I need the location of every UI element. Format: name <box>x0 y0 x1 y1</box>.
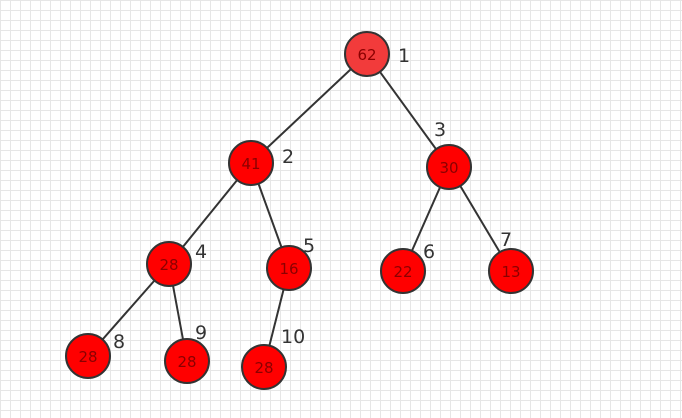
node-index-label: 1 <box>398 45 410 67</box>
node-circle <box>241 344 287 390</box>
edge-1-2 <box>250 53 368 164</box>
node-circle <box>228 140 274 186</box>
tree-node-5: 16 5 <box>266 235 315 291</box>
node-value: 13 <box>501 263 520 281</box>
tree-node-10: 28 10 <box>241 326 305 390</box>
tree-node-2: 41 2 <box>228 140 294 186</box>
node-value: 28 <box>177 353 196 371</box>
node-index-label: 3 <box>434 119 446 141</box>
node-index-label: 4 <box>195 241 207 263</box>
tree-node-3: 30 3 <box>426 119 472 190</box>
tree-node-1: 62 1 <box>344 31 410 77</box>
node-circle <box>266 245 312 291</box>
node-index-label: 8 <box>113 331 125 353</box>
node-index-label: 9 <box>195 322 207 344</box>
node-value: 41 <box>241 155 260 173</box>
node-value: 28 <box>254 359 273 377</box>
tree-node-6: 22 6 <box>380 241 435 294</box>
tree-node-9: 28 9 <box>164 322 210 384</box>
node-circle <box>65 333 111 379</box>
node-circle <box>344 31 390 77</box>
tree-node-8: 28 8 <box>65 331 125 379</box>
node-value: 28 <box>159 256 178 274</box>
node-circle <box>164 338 210 384</box>
node-circle <box>146 241 192 287</box>
node-value: 62 <box>357 46 376 64</box>
node-value: 22 <box>393 263 412 281</box>
edge-1-3 <box>366 53 450 168</box>
node-value: 28 <box>78 348 97 366</box>
tree-node-4: 28 4 <box>146 241 207 287</box>
tree-node-7: 13 7 <box>488 229 534 294</box>
node-index-label: 7 <box>500 229 512 251</box>
node-index-label: 5 <box>303 235 315 257</box>
node-value: 30 <box>439 159 458 177</box>
node-index-label: 2 <box>282 146 294 168</box>
node-value: 16 <box>279 260 298 278</box>
node-index-label: 10 <box>281 326 305 348</box>
node-circle <box>426 144 472 190</box>
node-circle <box>488 248 534 294</box>
node-circle <box>380 248 426 294</box>
node-index-label: 6 <box>423 241 435 263</box>
